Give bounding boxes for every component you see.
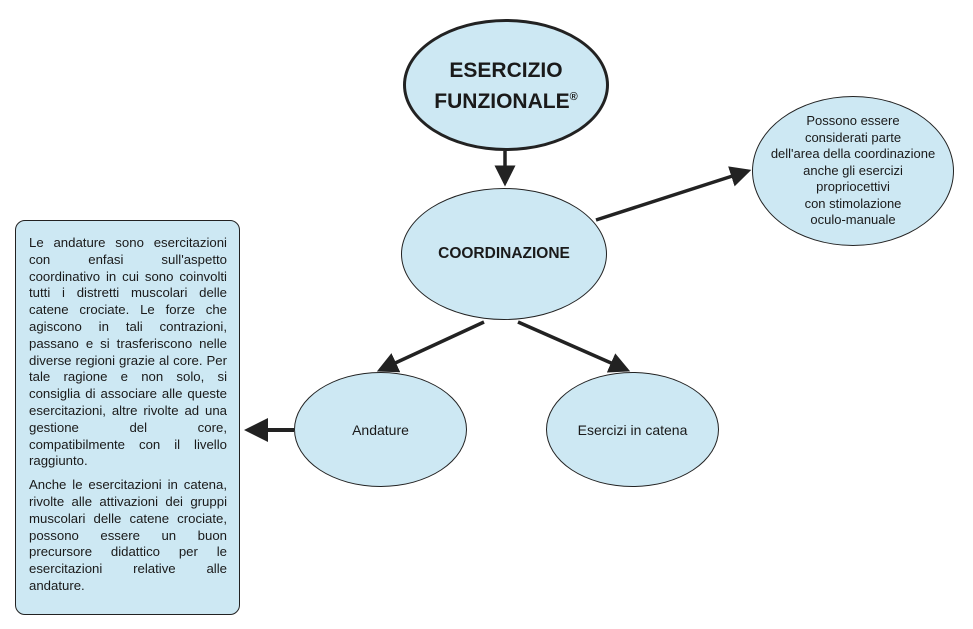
arrow-coordination-to-note <box>595 166 752 222</box>
node-andature: Andature <box>294 372 467 487</box>
node-andature-label: Andature <box>352 421 409 438</box>
side-note-line: propriocettivi <box>816 179 890 195</box>
arrow-coordination-to-chain <box>517 320 631 373</box>
node-side-note: Possono essere considerati parte dell'ar… <box>752 96 954 246</box>
root-title-line1: ESERCIZIO <box>449 58 563 82</box>
side-note-line: dell'area della coordinazione <box>770 146 936 162</box>
node-esercizi-in-catena-label: Esercizi in catena <box>577 421 688 438</box>
side-note-line: anche gli esercizi <box>803 162 903 178</box>
node-coordinazione: COORDINAZIONE <box>401 188 607 320</box>
side-note-line: Possono essere <box>806 113 900 129</box>
side-note-line: oculo-manuale <box>810 212 896 228</box>
side-note-line: con stimolazione <box>804 195 902 211</box>
root-node-esercizio-funzionale: ESERCIZIO FUNZIONALE® <box>403 19 609 151</box>
node-esercizi-in-catena: Esercizi in catena <box>546 372 719 487</box>
text-box-paragraph-2: Anche le esercitazioni in catena, rivolt… <box>29 477 227 593</box>
root-title-line2: FUNZIONALE® <box>434 89 578 113</box>
node-coordinazione-label: COORDINAZIONE <box>438 245 570 262</box>
text-box-paragraph-1: Le andature sono esercitazioni con enfas… <box>29 235 227 469</box>
arrow-coordination-to-gaits <box>376 320 485 373</box>
text-box-andature: Le andature sono esercitazioni con enfas… <box>15 220 240 615</box>
side-note-line: considerati parte <box>804 129 902 145</box>
registered-mark: ® <box>569 90 578 103</box>
